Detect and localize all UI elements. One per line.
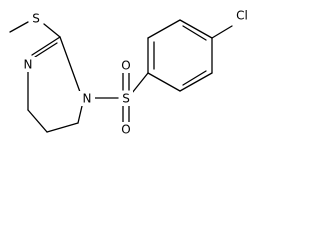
bond-layer xyxy=(9,19,233,133)
bond-c-cl xyxy=(211,25,233,39)
chemical-structure-diagram: Cl S N N S O O xyxy=(9,8,253,137)
sulfonyl-oxygen-lower-label: O xyxy=(121,123,130,137)
ring-bond-6 xyxy=(147,72,181,92)
bond-c4-c5 xyxy=(27,109,48,133)
sulfonyl-oxygen-upper-label: O xyxy=(121,59,130,73)
bond-c5-c6 xyxy=(46,122,79,133)
ring-inner-bond-3 xyxy=(182,70,207,86)
bond-methyl-s xyxy=(9,21,29,33)
sulfonamide-nitrogen-label: N xyxy=(83,92,92,106)
bond-c2-n3 xyxy=(31,36,61,56)
ring-inner-bond-2 xyxy=(182,25,207,41)
ring-bond-2 xyxy=(147,19,181,39)
methylthio-sulfur-label: S xyxy=(32,12,40,26)
bond-s-ipso xyxy=(131,72,149,94)
bond-c2-n3-double xyxy=(34,42,58,58)
imine-nitrogen-label: N xyxy=(24,58,33,72)
atom-layer: Cl S N N S O O xyxy=(20,8,253,137)
bond-s-c2 xyxy=(43,23,61,38)
ring-bond-3 xyxy=(179,19,213,39)
sulfonyl-sulfur-label: S xyxy=(122,92,130,106)
bond-c6-n1 xyxy=(77,105,83,124)
ring-bond-5 xyxy=(179,72,213,92)
bond-c2-n1 xyxy=(59,36,81,93)
chlorine-atom-label: Cl xyxy=(236,9,248,23)
